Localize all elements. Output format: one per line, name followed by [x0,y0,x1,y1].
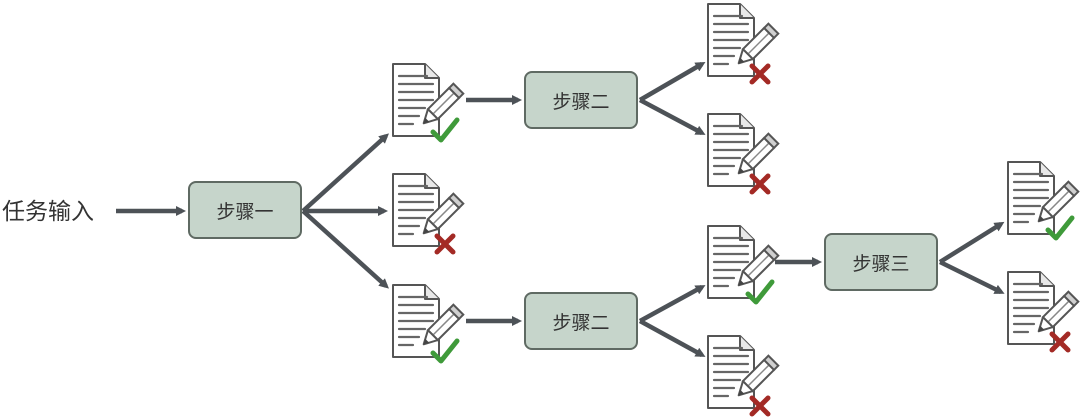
arrow-step-two-lower-to-doc-7 [638,319,706,357]
cross-mark-icon [1049,331,1071,353]
task-input-label: 任务输入 [2,199,94,225]
arrow-step-two-upper-to-doc-4 [638,61,706,102]
cross-mark-icon [749,395,771,417]
document-pencil-check-icon[interactable] [392,63,465,143]
document-pencil-cross-icon[interactable] [1007,271,1080,353]
step-two-box-lower[interactable]: 步骤二 [524,292,638,350]
cross-mark-icon [749,173,771,195]
arrow-step-one-to-doc-1 [301,133,389,213]
check-mark-icon [430,117,460,143]
document-pencil-cross-icon[interactable] [707,335,780,417]
document-pencil-cross-icon[interactable] [392,173,465,255]
document-pencil-check-icon[interactable] [392,284,465,364]
arrow-step-two-lower-to-doc-6 [638,285,706,323]
cross-mark-icon [749,63,771,85]
step-one-box[interactable]: 步骤一 [188,181,302,239]
step-three-box[interactable]: 步骤三 [824,233,938,291]
cross-mark-icon [434,233,456,255]
check-mark-icon [430,338,460,364]
arrow-step-one-to-doc-3 [301,209,389,289]
document-pencil-cross-icon[interactable] [707,3,780,85]
document-pencil-check-icon[interactable] [1007,161,1080,241]
check-mark-icon [1045,215,1075,241]
arrow-step-three-to-doc-9 [939,259,1005,295]
document-pencil-check-icon[interactable] [707,225,780,305]
step-two-box-upper[interactable]: 步骤二 [524,71,638,129]
document-pencil-cross-icon[interactable] [707,113,780,195]
arrow-step-three-to-doc-8 [938,221,1005,264]
check-mark-icon [745,279,775,305]
arrow-step-two-upper-to-doc-5 [638,98,706,135]
